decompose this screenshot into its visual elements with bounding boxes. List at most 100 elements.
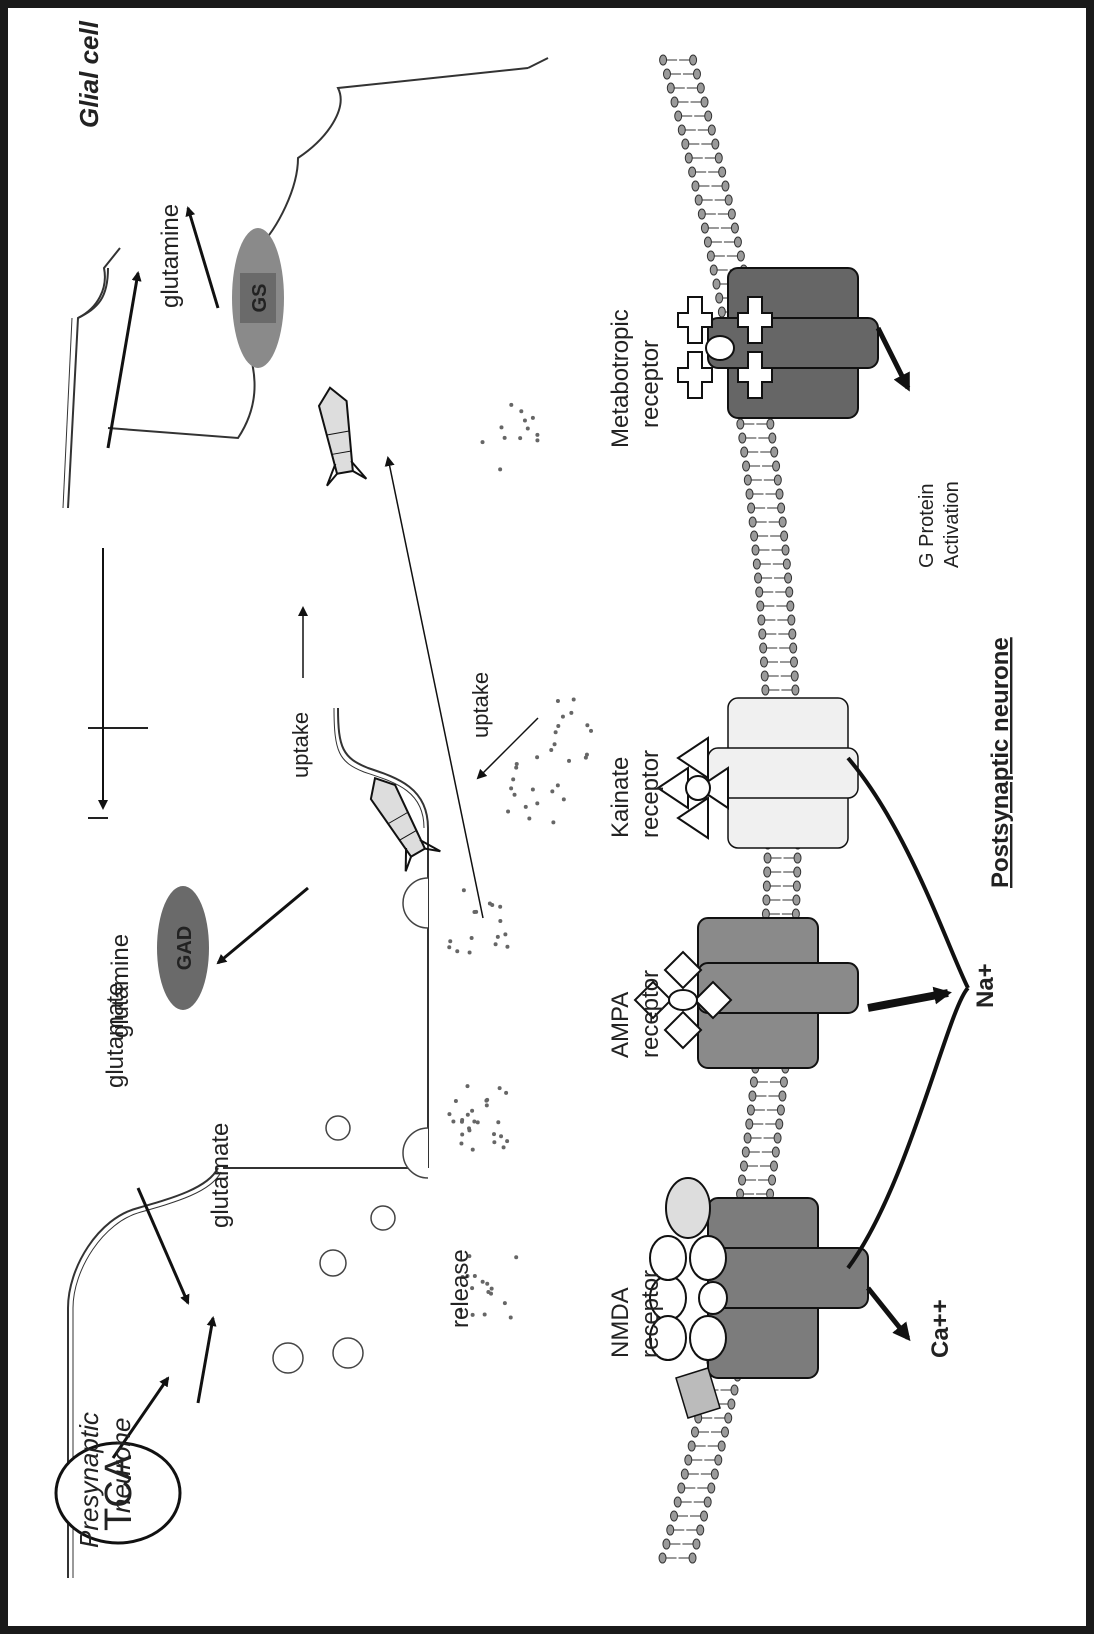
phospholipid: [764, 867, 801, 877]
glutamate-dot: [448, 939, 452, 943]
gs-label: GS: [249, 284, 271, 313]
glutamate-dot: [499, 1134, 503, 1138]
uptake-label-2: uptake: [468, 672, 493, 738]
g-protein-label-line2: Activation: [941, 481, 963, 568]
phospholipid: [737, 419, 774, 429]
glutamate-dot: [489, 1292, 493, 1296]
glutamine-glial-label: glutamine: [157, 204, 184, 308]
kainate-label-line2: receptor: [637, 750, 664, 838]
glutamate-dot: [535, 801, 539, 805]
release-label: release: [447, 1249, 474, 1328]
phospholipid: [689, 167, 726, 177]
glutamate-dot: [447, 945, 451, 949]
phospholipid: [663, 1539, 700, 1549]
release-vesicles: [403, 878, 428, 1178]
phospholipid: [671, 97, 708, 107]
phospholipid: [660, 55, 697, 65]
glutamate-dot: [485, 1103, 489, 1107]
presynaptic-label-line1: Presynaptic: [74, 1412, 104, 1548]
glutamate-dot: [459, 1141, 463, 1145]
glutamate-dot: [506, 809, 510, 813]
phospholipid: [758, 615, 795, 625]
phospholipid: [685, 1455, 722, 1465]
nmda-label-line2: receptor: [637, 1270, 664, 1358]
glutamate-dot: [551, 820, 555, 824]
phospholipid: [707, 251, 744, 261]
na-label: Na+: [972, 963, 999, 1008]
presynaptic-label-line2: neurone: [106, 1418, 136, 1513]
phospholipid: [756, 587, 793, 597]
glutamate-dot: [484, 1099, 488, 1103]
kainate-receptor: [658, 698, 858, 848]
glutamate-dot: [471, 1148, 475, 1152]
phospholipid: [755, 573, 792, 583]
phospholipid: [747, 1105, 784, 1115]
phospholipid: [691, 1427, 728, 1437]
glial-transporter: [310, 384, 366, 485]
glutamate-dot: [447, 1112, 451, 1116]
glutamate-dot: [515, 762, 519, 766]
nmda-receptor: [650, 1178, 868, 1418]
glutamate-dot: [485, 1282, 489, 1286]
glutamate-dot: [561, 715, 565, 719]
glutamate-dot: [505, 1139, 509, 1143]
glutamate-dot: [496, 935, 500, 939]
phospholipid: [746, 489, 783, 499]
phospholipid: [750, 1077, 787, 1087]
phospholipid: [663, 69, 700, 79]
glutamate-dot: [562, 797, 566, 801]
glutamate-dot: [524, 805, 528, 809]
glutamate-dot: [496, 1120, 500, 1124]
glutamate-dot: [470, 1109, 474, 1113]
phospholipid: [739, 433, 776, 443]
glutamate-dot: [498, 1086, 502, 1090]
glutamate-dot: [466, 1113, 470, 1117]
phospholipid: [763, 881, 800, 891]
phospholipid: [739, 1175, 776, 1185]
phospholipid: [762, 685, 799, 695]
glutamate-dot: [472, 1119, 476, 1123]
phospholipid: [744, 1133, 781, 1143]
glutamate-dot: [514, 1255, 518, 1259]
glutamate-dot: [498, 905, 502, 909]
glutamate-dot: [476, 1120, 480, 1124]
glutamate-dot: [514, 766, 518, 770]
glutamate-dot: [481, 440, 485, 444]
glutamate-dot: [585, 753, 589, 757]
glutamate-dot: [455, 949, 459, 953]
phospholipid: [752, 545, 789, 555]
glutamate-dot: [572, 698, 576, 702]
glutamate-dot: [511, 777, 515, 781]
glutamate-label-1: glutamate: [207, 1123, 234, 1228]
glutamate-dot: [569, 711, 573, 715]
glutamate-dot: [523, 418, 527, 422]
phospholipid: [759, 629, 796, 639]
glutamate-dot: [503, 1301, 507, 1305]
diagram-canvas: TCA GAD GS: [8, 8, 1068, 1608]
ampa-label-line2: receptor: [637, 970, 664, 1058]
phospholipid: [678, 125, 715, 135]
glutamate-dot: [503, 436, 507, 440]
glutamate-dot: [549, 748, 553, 752]
glutamate-dot: [556, 724, 560, 728]
uptake-label-1: uptake: [288, 712, 313, 778]
phospholipid: [746, 1119, 783, 1129]
glutamate-dot: [554, 730, 558, 734]
phospholipid: [667, 83, 704, 93]
phospholipid: [749, 1091, 786, 1101]
glutamate-dot: [492, 1140, 496, 1144]
phospholipid: [757, 601, 794, 611]
glutamate-dot: [498, 919, 502, 923]
phospholipid: [701, 223, 738, 233]
phospholipid: [741, 447, 778, 457]
glutamate-dot: [504, 1091, 508, 1095]
glutamate-dot: [483, 1313, 487, 1317]
phospholipid: [749, 517, 786, 527]
glutamate-dot: [556, 783, 560, 787]
glutamate-dot: [509, 1316, 513, 1320]
glial-cell-label: Glial cell: [74, 20, 104, 128]
postsynaptic-label: Postsynaptic neurone: [987, 637, 1014, 888]
phospholipid: [761, 657, 798, 667]
glutamate-dot: [535, 433, 539, 437]
phospholipid: [682, 139, 719, 149]
